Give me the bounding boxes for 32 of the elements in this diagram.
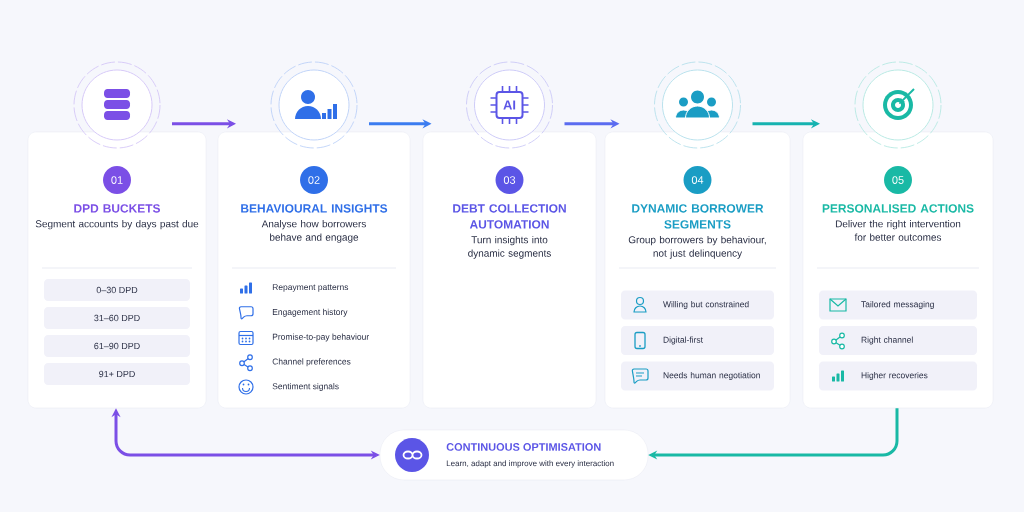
card-description: Group borrowers by behaviour, not just delinquency — [628, 236, 766, 259]
card-title: DYNAMIC BORROWER SEGMENTS — [632, 204, 764, 229]
list-item: Repayment patterns — [272, 284, 349, 292]
list-item: Engagement history — [272, 308, 348, 317]
number-badge: 04 — [683, 166, 712, 194]
bucket-box: 31–60 DPD — [44, 307, 190, 329]
card-title: DEBT COLLECTION AUTOMATION — [453, 204, 566, 229]
list-item: Promise-to-pay behaviour — [272, 333, 369, 342]
item-box: Needs human negotiation — [621, 361, 774, 391]
card-description: Analyse how borrowers behave and engage — [261, 220, 366, 243]
card-description: Deliver the right intervention for better outcomes — [835, 220, 961, 241]
bucket-box: 61–90 DPD — [44, 335, 190, 357]
number-badge: 05 — [884, 166, 912, 194]
pill-title: CONTINUOUS OPTIMISATION — [446, 443, 601, 451]
item-box: Right channel — [819, 326, 977, 355]
bucket-box: 0–30 DPD — [44, 279, 190, 301]
card-description: Segment accounts by days past due — [35, 220, 199, 230]
bucket-box: 91+ DPD — [44, 363, 190, 385]
number-badge: 03 — [495, 166, 524, 194]
item-box: Tailored messaging — [819, 290, 977, 320]
list-item: Sentiment signals — [272, 383, 339, 391]
item-box: Willing but constrained — [621, 290, 774, 320]
item-box: Digital-first — [621, 326, 774, 355]
card-title: BEHAVIOURAL INSIGHTS — [241, 204, 388, 213]
icon-text: AI — [503, 100, 516, 110]
list-item: Channel preferences — [272, 358, 351, 367]
card-title: PERSONALISED ACTIONS — [822, 204, 974, 213]
number-badge: 02 — [300, 166, 328, 194]
card-description: Turn insights into dynamic segments — [468, 236, 551, 259]
card-title: DPD BUCKETS — [74, 204, 161, 213]
number-badge: 01 — [103, 166, 131, 194]
item-box: Higher recoveries — [819, 361, 977, 391]
